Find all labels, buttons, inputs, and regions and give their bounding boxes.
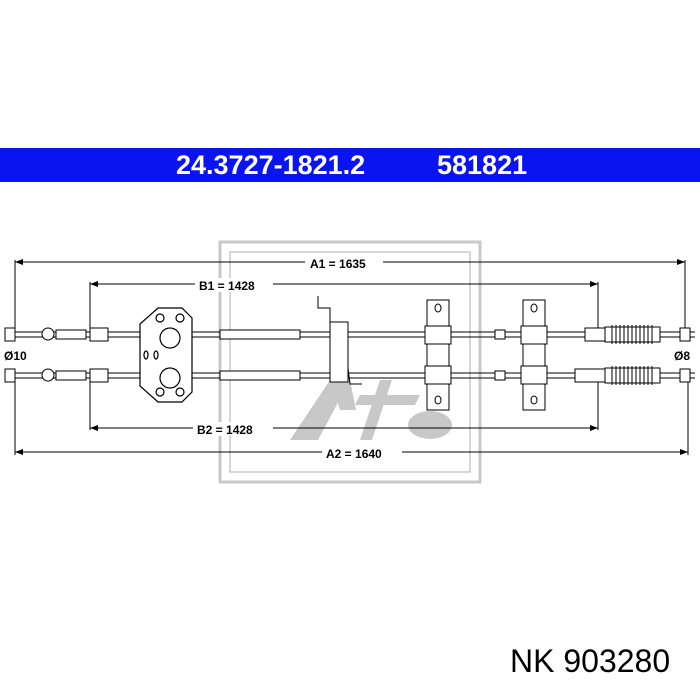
mount-bracket-2 — [520, 299, 548, 411]
upper-cable — [4, 326, 695, 343]
brand-name: NK — [510, 643, 555, 679]
left-diameter-label: Ø10 — [4, 349, 27, 363]
alt-part-number: 581821 — [437, 150, 528, 180]
reference-number: 903280 — [563, 643, 671, 679]
footer-reference: NK 903280 — [510, 643, 670, 679]
lower-spring — [611, 366, 653, 385]
title-banner — [0, 148, 700, 182]
right-diameter-label: Ø8 — [674, 349, 690, 363]
center-bracket — [139, 307, 193, 403]
cable-clip — [317, 296, 362, 385]
mount-bracket-1 — [424, 299, 452, 411]
ate-watermark-logo — [218, 240, 482, 484]
dim-b1-label: B1 = 1428 — [199, 279, 255, 293]
part-number: 24.3727-1821.2 — [176, 150, 366, 180]
dim-b2-label: B2 = 1428 — [197, 423, 253, 437]
upper-spring — [611, 325, 653, 344]
dim-a2-label: A2 = 1640 — [326, 447, 382, 461]
dim-a1-label: A1 = 1635 — [310, 257, 366, 271]
